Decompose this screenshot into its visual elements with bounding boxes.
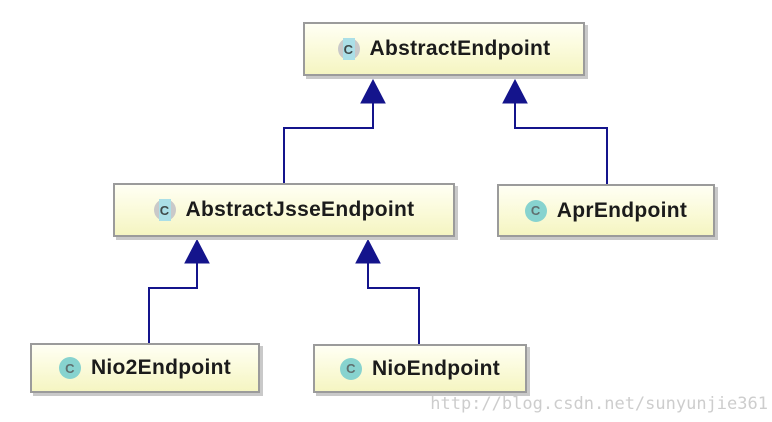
class-name-label: AbstractJsseEndpoint bbox=[185, 198, 415, 221]
icon-letter: C bbox=[346, 361, 356, 376]
class-icon: C bbox=[339, 357, 362, 380]
arrowhead-nio2-to-jsse bbox=[184, 238, 210, 264]
csdn-watermark: http://blog.csdn.net/sunyunjie361 bbox=[430, 394, 768, 414]
icon-letter: C bbox=[343, 41, 354, 57]
abstract-class-icon: C bbox=[153, 199, 176, 221]
class-node-abstract-endpoint[interactable]: C AbstractEndpoint bbox=[303, 22, 585, 76]
class-name-label: NioEndpoint bbox=[371, 356, 501, 380]
edge-jsse-to-abstract bbox=[283, 103, 374, 183]
arrowhead-nio-to-jsse bbox=[355, 238, 381, 264]
icon-letter: C bbox=[159, 202, 170, 218]
class-node-nio2-endpoint[interactable]: C Nio2Endpoint bbox=[30, 343, 260, 393]
class-node-abstract-jsse-endpoint[interactable]: C AbstractJsseEndpoint bbox=[113, 183, 455, 237]
arrowhead-jsse-to-abstract bbox=[360, 78, 386, 104]
class-node-nio-endpoint[interactable]: C NioEndpoint bbox=[313, 344, 527, 393]
class-name-label: AbstractEndpoint bbox=[369, 37, 551, 60]
edge-nio-to-jsse bbox=[367, 263, 420, 345]
abstract-class-icon: C bbox=[337, 38, 360, 60]
icon-letter: C bbox=[65, 360, 75, 376]
class-name-label: Nio2Endpoint bbox=[90, 356, 232, 379]
icon-letter: C bbox=[530, 203, 541, 218]
class-node-apr-endpoint[interactable]: C AprEndpoint bbox=[497, 184, 715, 237]
class-name-label: AprEndpoint bbox=[556, 198, 688, 222]
edge-nio2-to-jsse bbox=[148, 263, 198, 344]
class-icon: C bbox=[524, 199, 547, 222]
arrowhead-apr-to-abstract bbox=[502, 78, 528, 104]
class-icon: C bbox=[58, 357, 81, 379]
edge-apr-to-abstract bbox=[514, 103, 608, 184]
